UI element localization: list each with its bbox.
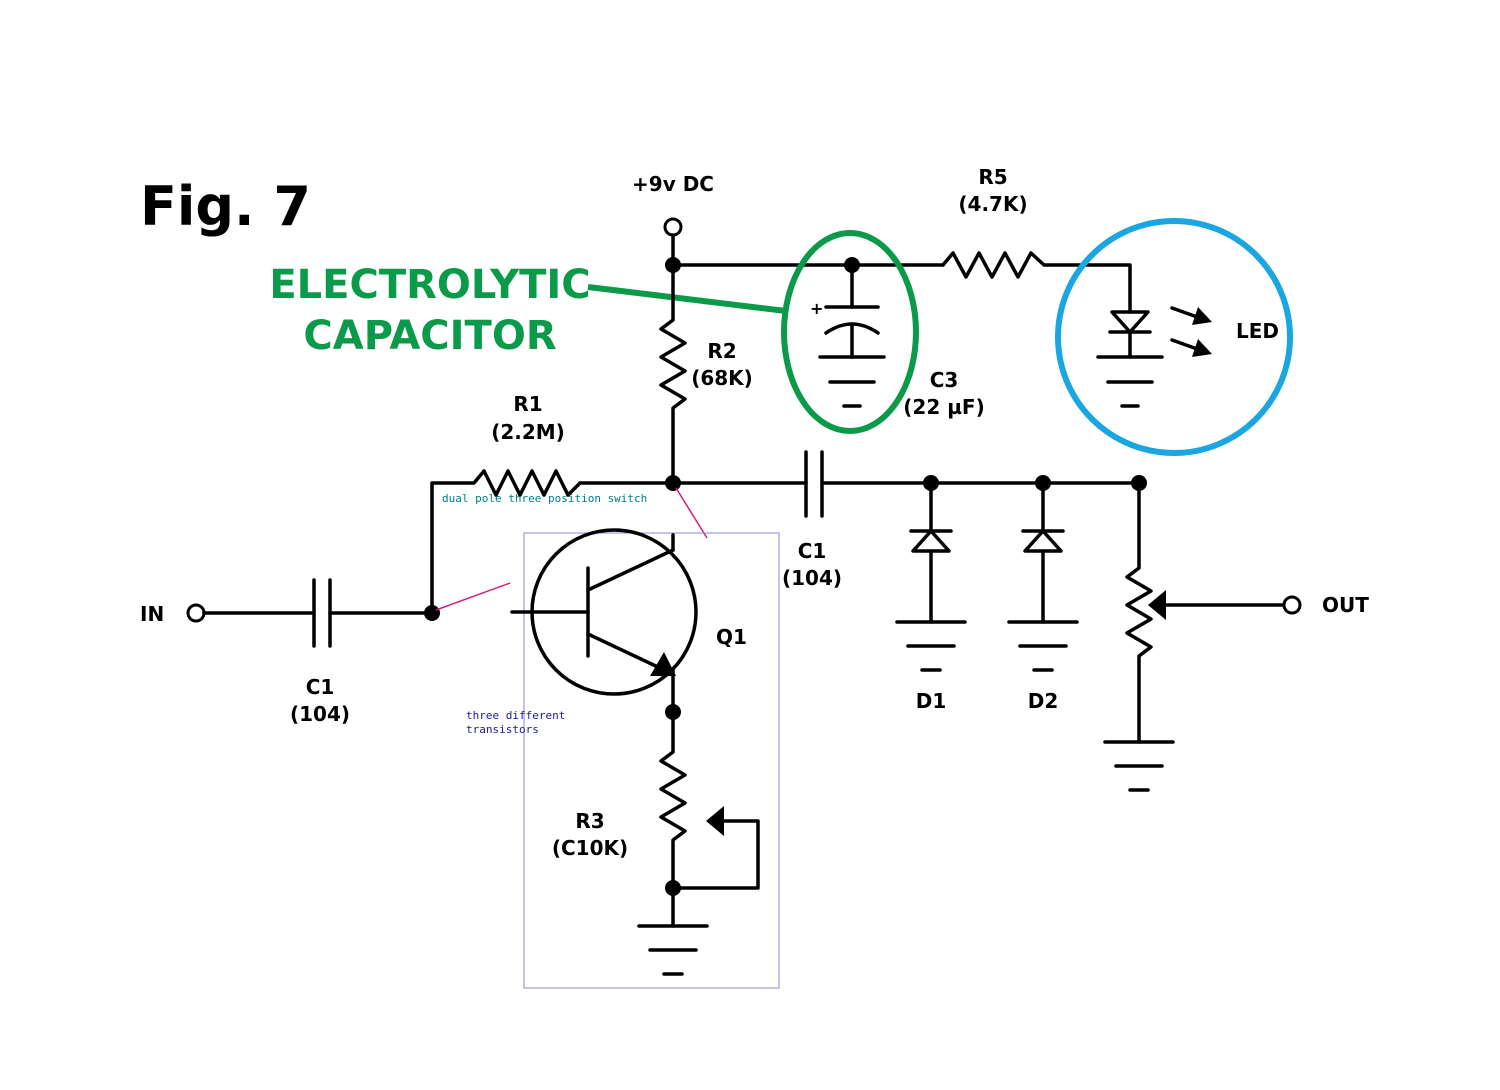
- figure-title: Fig. 7: [140, 175, 311, 238]
- c3-polarity: +: [810, 299, 823, 318]
- switch-contact-line: [675, 487, 708, 539]
- switch-note: dual pole three position switch: [442, 492, 647, 505]
- led-symbol: [1096, 306, 1212, 408]
- r2-value: (68K): [691, 366, 753, 390]
- q1-label: Q1: [716, 625, 747, 649]
- c3-name: C3: [930, 368, 959, 392]
- r5-resistor: [941, 251, 1132, 314]
- led-highlight-circle: [1055, 218, 1293, 456]
- output-potentiometer: [1103, 481, 1286, 792]
- supply-label: +9v DC: [632, 172, 714, 196]
- led-label: LED: [1236, 319, 1279, 343]
- transistor-note-line1: three different: [466, 709, 565, 722]
- transistor-selection-box: [523, 532, 780, 989]
- d1-diode: [895, 481, 967, 672]
- r3-resistor: [637, 710, 760, 976]
- q1-transistor: [522, 528, 698, 714]
- r3-value: (C10K): [552, 836, 628, 860]
- callout-line2: CAPACITOR: [303, 313, 556, 359]
- in-label: IN: [140, 602, 164, 626]
- d2-diode: [1007, 481, 1079, 672]
- c1-out-value: (104): [782, 566, 842, 590]
- supply-terminal: [663, 217, 683, 237]
- callout-line1: ELECTROLYTIC: [269, 262, 590, 308]
- c3-value: (22 µF): [903, 395, 984, 419]
- junction-dot: [424, 605, 440, 621]
- c1-in-value: (104): [290, 702, 350, 726]
- c1-out-name: C1: [798, 539, 827, 563]
- capacitor-highlight-ellipse: [781, 230, 919, 434]
- r1-value: (2.2M): [491, 420, 565, 444]
- transistor-note-line2: transistors: [466, 723, 539, 736]
- r2-resistor: [659, 263, 687, 485]
- switch-contact-line: [435, 582, 511, 611]
- out-terminal: [1282, 595, 1302, 615]
- c1-in-name: C1: [306, 675, 335, 699]
- r1-resistor: [430, 469, 675, 614]
- r3-name: R3: [575, 809, 604, 833]
- out-label: OUT: [1322, 593, 1369, 617]
- junction-dot: [665, 880, 681, 896]
- d1-label: D1: [916, 689, 947, 713]
- r1-name: R1: [513, 392, 542, 416]
- r2-name: R2: [707, 339, 736, 363]
- c3-capacitor: [818, 263, 886, 408]
- in-terminal: [186, 603, 206, 623]
- callout-pointer: [587, 284, 787, 314]
- d2-label: D2: [1028, 689, 1059, 713]
- r5-value: (4.7K): [958, 192, 1027, 216]
- r5-name: R5: [978, 165, 1007, 189]
